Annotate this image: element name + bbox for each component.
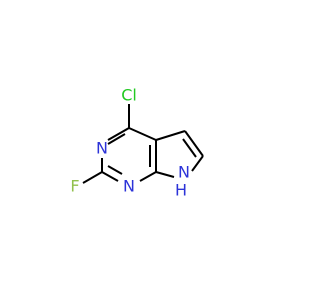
bonds	[82, 104, 204, 184]
bond-n7-c7a	[155, 171, 175, 178]
bond-c4a-c5	[155, 130, 186, 141]
bond-c5-c6	[184, 130, 204, 157]
bond-n1-c7a	[139, 171, 157, 182]
bond-c4-n3-inner	[107, 133, 126, 145]
atom-label-f: F	[70, 177, 79, 196]
bond-c4a-c4	[128, 127, 157, 141]
atom-label-h: H	[175, 181, 187, 200]
bond-c6-n7	[191, 155, 204, 172]
atom-label-n3: N	[96, 139, 108, 158]
atom-label-nh: N	[178, 163, 190, 182]
atom-labels: Cl N F N N H	[70, 86, 190, 200]
atom-label-n1: N	[123, 177, 135, 196]
bond-c4-n3	[107, 127, 130, 141]
bond-c2-f	[82, 171, 103, 184]
bond-c2-n1	[101, 171, 119, 182]
atom-label-cl: Cl	[121, 86, 137, 105]
bond-c5-c6-inner	[182, 138, 197, 158]
bond-c2-n1-inner	[107, 165, 123, 175]
molecule-structure: Cl N F N N H	[70, 86, 204, 200]
